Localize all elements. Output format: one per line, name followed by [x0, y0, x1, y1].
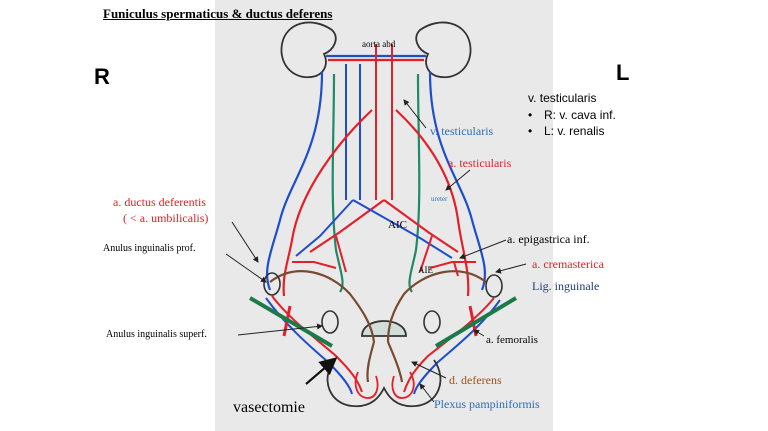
- leader-a-ductus: [231, 221, 259, 263]
- cord-left: [403, 297, 495, 393]
- page-title: Funiculus spermaticus & ductus deferens: [103, 6, 333, 21]
- testis-right: [354, 371, 379, 399]
- label-aic: AIC: [388, 219, 407, 231]
- v-testicularis-left: [428, 71, 486, 291]
- label-d-deferens: d. deferens: [449, 373, 502, 387]
- label-aorta-abd: aorta abd: [362, 39, 396, 49]
- leader-plexus: [419, 383, 435, 403]
- label-lig-inguinale: Lig. inguinale: [532, 279, 600, 293]
- lig-inguinale-left: [434, 296, 518, 348]
- ductus-deferens-left: [386, 270, 487, 383]
- leader-a-testicularis: [445, 169, 471, 191]
- label-a-cremasterica: a. cremasterica: [532, 257, 604, 271]
- anulus-prof-left: [485, 274, 503, 298]
- a-cremasterica-left: [453, 261, 459, 277]
- venous-drainage-note: v. testicularis R: v. cava inf. L: v. re…: [528, 91, 616, 139]
- leader-d-deferens: [411, 361, 447, 379]
- note-item-left: L: v. renalis: [528, 123, 616, 139]
- anulus-superf-right: [321, 310, 339, 334]
- cord-right-vein: [265, 297, 353, 395]
- testis-left: [391, 371, 415, 399]
- label-a-epigastrica-inf: a. epigastrica inf.: [507, 232, 590, 246]
- aorta: [375, 44, 393, 200]
- iliac-veins: [295, 199, 453, 259]
- v-testicularis-right: [266, 71, 324, 291]
- cord-right: [271, 295, 363, 393]
- kidney-left: [415, 21, 472, 79]
- leader-cremasterica: [495, 263, 527, 274]
- ureter-right: [331, 73, 344, 293]
- scrotum-outline: [326, 359, 442, 408]
- a-epigastrica-inf-left: [429, 261, 476, 269]
- leader-anulus-prof: [225, 253, 267, 283]
- leader-v-testicularis: [403, 99, 427, 129]
- label-anulus-superf: Anulus inguinalis superf.: [106, 329, 207, 340]
- note-item-right: R: v. cava inf.: [528, 107, 616, 123]
- anulus-prof-right: [263, 272, 281, 296]
- a-epigastrica-inf-right: [292, 261, 337, 269]
- kidney-right: [280, 21, 337, 79]
- leader-anulus-superf: [237, 323, 323, 336]
- diagram-panel: [215, 0, 553, 431]
- label-a-femoralis: a. femoralis: [486, 334, 538, 346]
- a-testicularis-left: [395, 109, 470, 297]
- leader-femoralis: [473, 329, 485, 337]
- label-ureter: ureter: [431, 195, 448, 203]
- label-anulus-prof: Anulus inguinalis prof.: [103, 243, 196, 254]
- side-label-left: L: [616, 60, 630, 85]
- label-plexus-pampiniformis: Plexus pampiniformis: [434, 397, 540, 411]
- anulus-superf-left: [423, 310, 441, 334]
- side-label-right: R: [94, 64, 110, 89]
- leader-epigastrica: [459, 239, 507, 259]
- vasectomie-arrow: [305, 357, 338, 385]
- label-vasectomie: vasectomie: [233, 399, 305, 416]
- note-heading: v. testicularis: [528, 91, 597, 105]
- label-aie: AIE: [418, 265, 433, 275]
- label-a-umbilicalis: ( < a. umbilicalis): [123, 211, 209, 225]
- cord-left-vein: [413, 299, 501, 395]
- aic-arteries: [309, 199, 459, 253]
- internal-iliac: [335, 235, 433, 273]
- note-list: R: v. cava inf. L: v. renalis: [528, 107, 616, 139]
- ureter-left: [408, 73, 421, 293]
- ductus-deferens-right: [269, 270, 376, 383]
- lig-inguinale-right: [248, 296, 334, 348]
- label-a-testicularis: a. testicularis: [448, 156, 512, 170]
- label-v-testicularis: v. testicularis: [430, 124, 494, 138]
- vena-cava: [345, 64, 361, 200]
- label-a-ductus-deferentis: a. ductus deferentis: [113, 195, 206, 209]
